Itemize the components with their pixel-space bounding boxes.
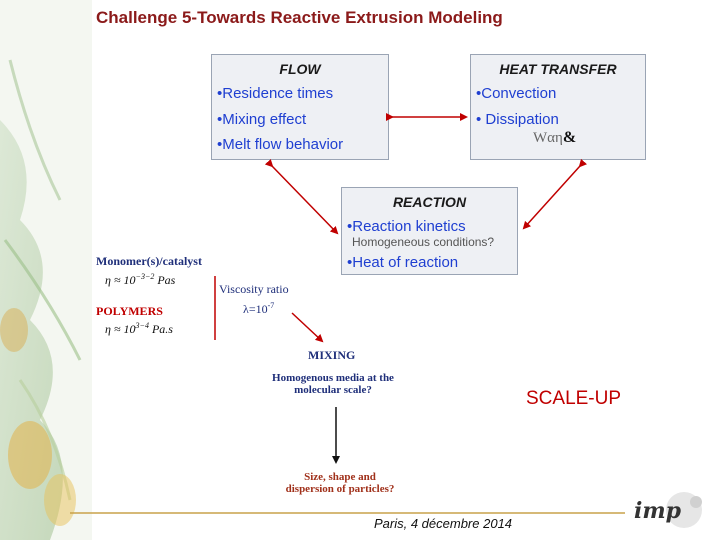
mixing-label: MIXING [308,348,356,362]
flow-box: FLOW •Residence times •Mixing effect •Me… [211,54,389,160]
dissipation-formula: Wαη& [533,129,576,147]
gamma-dot-icon: & [562,129,577,146]
lambda-value: λ=10-7 [243,301,274,317]
reaction-note-homogeneous: Homogeneous conditions? [352,235,495,249]
flow-item-residence-times: •Residence times [217,85,334,102]
monomer-eta: η ≈ 10 [105,273,136,287]
monomer-viscosity: η ≈ 10−3−2 Pas [105,272,175,288]
mixing-question-2: Size, shape and dispersion of particles? [262,471,418,495]
arrow-to-mixing [291,312,324,343]
flow-item-mixing-effect: •Mixing effect [217,111,307,128]
polymers-unit: Pa.s [148,322,173,336]
mixing-question-1-line2: molecular scale? [294,384,372,396]
mixing-question-1: Homogenous media at the molecular scale? [250,372,416,396]
reaction-item-heat: •Heat of reaction [347,254,459,271]
slide-title: Challenge 5-Towards Reactive Extrusion M… [96,8,503,27]
mixing-question-2-line1: Size, shape and [304,471,376,483]
monomer-label: Monomer(s)/catalyst [96,254,202,268]
flow-item-melt-flow: •Melt flow behavior [217,136,344,153]
polymers-label: POLYMERS [96,304,163,318]
viscosity-ratio-label: Viscosity ratio [219,282,289,296]
scale-up-label: SCALE-UP [526,388,622,409]
reaction-item-kinetics: •Reaction kinetics [347,218,466,235]
reaction-box: REACTION •Reaction kinetics Homogeneous … [341,187,518,275]
lambda-exponent: -7 [267,301,275,310]
arrow-flow-reaction [264,158,339,235]
formula-text: Wαη [533,130,563,146]
polymers-eta: η ≈ 10 [105,322,136,336]
footer-date: Paris, 4 décembre 2014 [374,516,513,531]
monomer-exponent: −3−2 [135,272,155,281]
heat-transfer-heading: HEAT TRANSFER [499,61,617,77]
heat-item-convection: •Convection [476,85,557,102]
arrow-heat-reaction [522,158,587,230]
mixing-question-2-line2: dispersion of particles? [285,483,395,495]
polymers-exponent: 3−4 [135,321,149,330]
heat-item-dissipation: • Dissipation [476,111,559,128]
mixing-question-1-line1: Homogenous media at the [272,372,394,384]
reaction-heading: REACTION [392,194,467,210]
flow-heading: FLOW [279,61,321,77]
monomer-unit: Pas [154,273,176,287]
lambda-text: λ=10 [243,302,268,316]
polymers-viscosity: η ≈ 103−4 Pa.s [105,321,173,337]
imp-logo: imp [626,490,712,534]
imp-logo-graphic [666,492,702,528]
imp-logo-text: imp [634,498,682,524]
